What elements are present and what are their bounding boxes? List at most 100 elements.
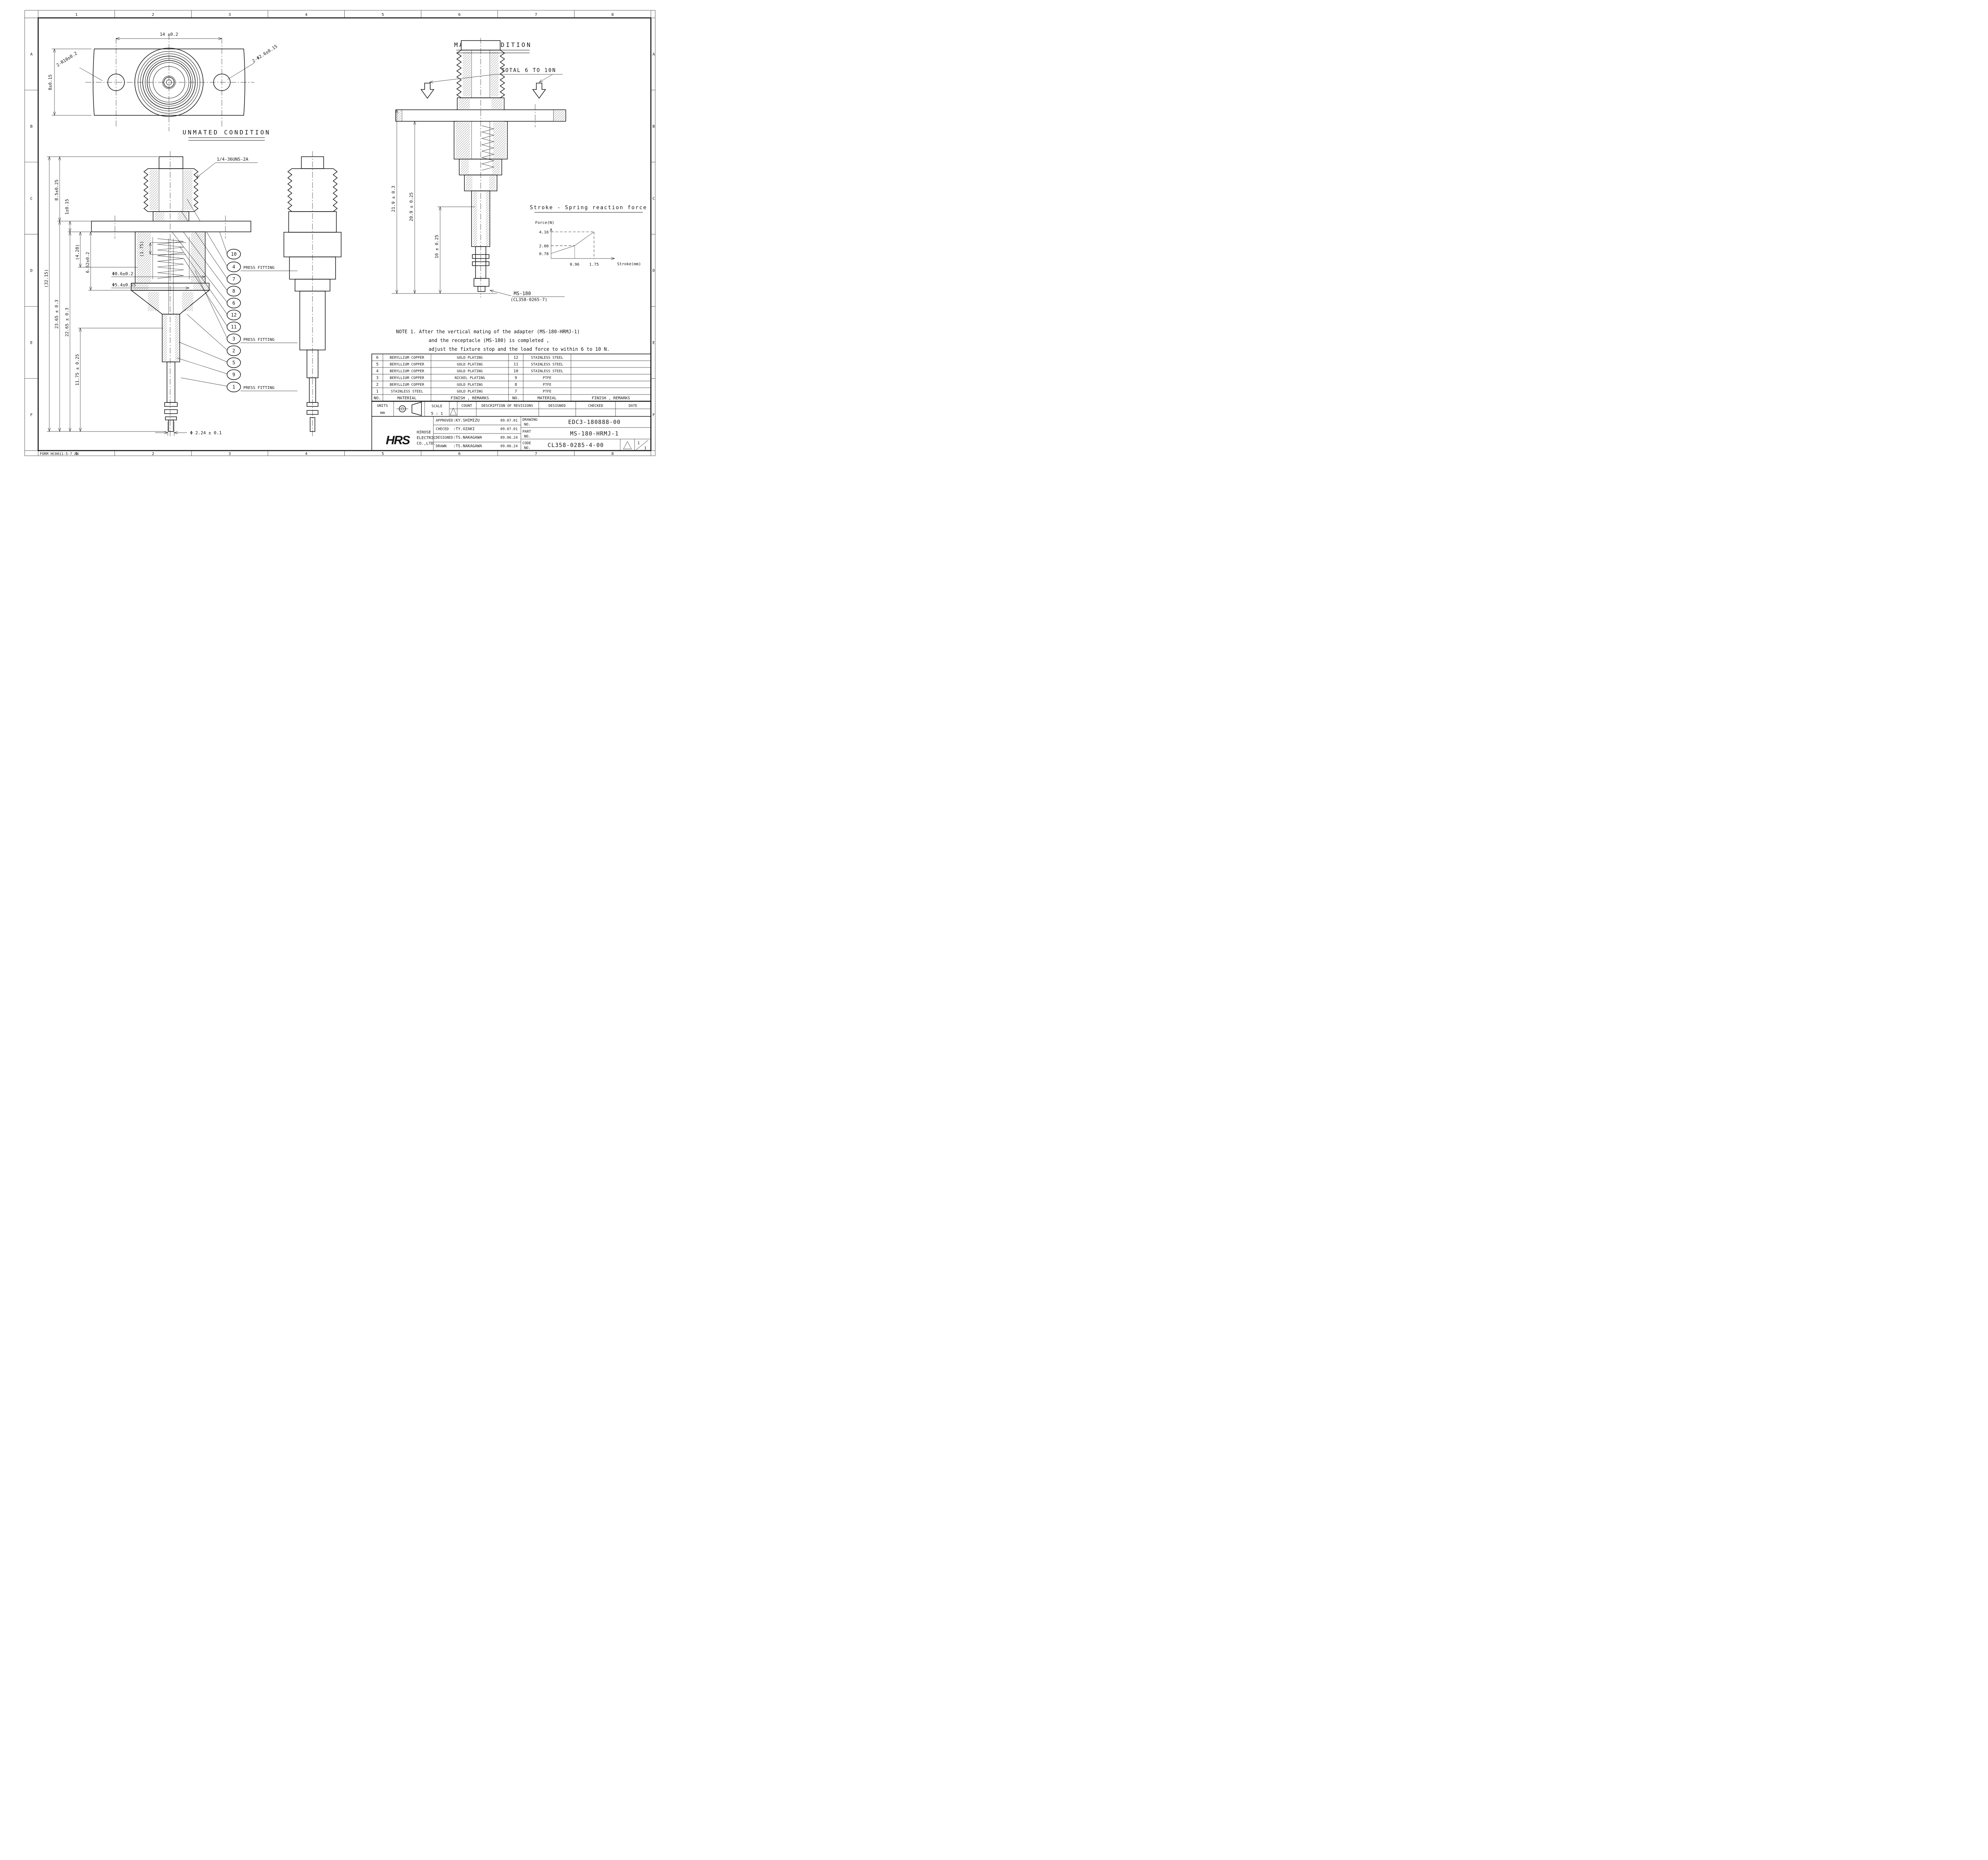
dim-dia54: Φ5.4±0.15 bbox=[112, 282, 136, 288]
hatch-line bbox=[490, 60, 499, 69]
table-cell-material: BERYLLIUM COPPER bbox=[390, 363, 424, 367]
hatch-line bbox=[485, 212, 489, 216]
hatch-line bbox=[190, 245, 205, 259]
hatch-line bbox=[149, 178, 159, 187]
arrowhead bbox=[79, 263, 81, 268]
hatch-line bbox=[466, 179, 473, 186]
approval-role: DESIGNED bbox=[436, 436, 453, 440]
hatch-line bbox=[462, 74, 471, 83]
hatch-line bbox=[163, 334, 167, 339]
hatch-line bbox=[473, 221, 478, 225]
table-cell-material: BERYLLIUM COPPER bbox=[390, 376, 424, 380]
load-arrow-right bbox=[532, 83, 546, 99]
hatch-line bbox=[182, 292, 187, 297]
hatch-line bbox=[462, 62, 471, 71]
balloon-circle bbox=[227, 345, 241, 356]
zone-col-top: 6 bbox=[458, 13, 460, 17]
arrowhead bbox=[185, 288, 190, 290]
hatch-line bbox=[136, 266, 151, 281]
table-cell-material: PTFE bbox=[543, 383, 551, 387]
thread-profile bbox=[456, 50, 462, 98]
hatch-line bbox=[190, 235, 205, 250]
leader-radius bbox=[79, 67, 103, 81]
arrowhead bbox=[150, 242, 152, 247]
note-line-3: adjust the fixture stop and the load for… bbox=[429, 346, 610, 352]
hatch-line bbox=[175, 315, 178, 318]
hatch-line bbox=[490, 77, 499, 86]
hatch-line bbox=[190, 232, 196, 238]
hatch-line bbox=[455, 126, 470, 142]
note-line-2: and the receptacle (MS-180) is completed… bbox=[429, 338, 549, 343]
hatch-line bbox=[473, 202, 478, 206]
hatch-line bbox=[493, 135, 506, 149]
balloon-number: 9 bbox=[232, 372, 235, 377]
table-cell-finish: GOLD PLATING bbox=[457, 363, 483, 367]
hatch-line bbox=[462, 53, 471, 62]
hatch-line bbox=[175, 327, 179, 332]
hatch-line bbox=[163, 325, 167, 330]
arrowhead bbox=[58, 221, 60, 225]
balloon-circle bbox=[227, 274, 241, 285]
hatch-line bbox=[175, 315, 179, 320]
balloon-leader bbox=[179, 342, 227, 362]
hatch-line bbox=[189, 307, 194, 311]
dim-overall: (32.15) bbox=[44, 269, 49, 288]
dim-holes-label: 2-Φ2.6±0.15 bbox=[251, 44, 278, 64]
table-cell-material: STAINLESS STEEL bbox=[531, 369, 563, 373]
dim-1: 1±0.15 bbox=[64, 199, 70, 215]
zone-col-bottom: 5 bbox=[382, 452, 384, 456]
zone-col-top: 2 bbox=[152, 13, 154, 17]
arrowhead bbox=[53, 49, 55, 53]
hatch-line bbox=[490, 79, 499, 88]
hatch-line bbox=[183, 178, 193, 187]
table-header: NO. bbox=[512, 396, 519, 400]
thread-callout: 1/4-36UNS-2A bbox=[217, 157, 248, 162]
hatch-line bbox=[183, 170, 191, 178]
hatch-line bbox=[175, 351, 179, 356]
receptacle-leader bbox=[489, 290, 512, 296]
arrowhead bbox=[48, 428, 50, 432]
hatch-line bbox=[183, 187, 193, 197]
hatch-line bbox=[199, 284, 206, 290]
hatch-line bbox=[148, 292, 158, 302]
arrowhead bbox=[414, 290, 416, 294]
hatch-line bbox=[190, 232, 194, 235]
scale-value: 5 : 1 bbox=[431, 412, 443, 416]
balloon-leader bbox=[181, 377, 227, 387]
arrowhead bbox=[58, 428, 60, 432]
table-cell-no: 10 bbox=[513, 369, 518, 373]
hatch-line bbox=[490, 53, 499, 62]
hatch-line bbox=[490, 70, 499, 78]
arrowhead bbox=[49, 156, 51, 161]
number-value: EDC3-180888-00 bbox=[568, 419, 621, 426]
arrowhead bbox=[68, 228, 70, 232]
arrowhead bbox=[201, 276, 206, 278]
zone-col-bottom: 1 bbox=[75, 452, 78, 456]
units-label: UNITS bbox=[377, 404, 388, 408]
unmated-external-outline bbox=[283, 151, 342, 437]
table-cell-material: PTFE bbox=[543, 390, 551, 394]
spring-coil bbox=[481, 125, 495, 171]
table-cell-material: BERYLLIUM COPPER bbox=[390, 383, 424, 387]
hatch-line bbox=[175, 320, 179, 325]
hatch-line bbox=[149, 197, 159, 206]
hatch-line bbox=[497, 104, 503, 109]
hatch-line bbox=[136, 232, 140, 235]
hatch-line bbox=[485, 241, 489, 245]
hatch-line bbox=[163, 315, 167, 320]
hatch-line bbox=[149, 194, 159, 204]
table-cell-no: 3 bbox=[376, 376, 379, 380]
hatch-line bbox=[491, 98, 499, 106]
hatch-line bbox=[462, 72, 471, 81]
hatch-line bbox=[462, 77, 471, 86]
arrowhead bbox=[611, 257, 615, 259]
zone-row-right: B bbox=[652, 124, 655, 129]
hatch-line bbox=[473, 216, 478, 221]
hatch-line bbox=[493, 99, 503, 109]
approval-name: :TS.NAKAGAWA bbox=[453, 444, 482, 449]
hatch-line bbox=[183, 199, 193, 209]
hatch-line bbox=[460, 148, 470, 159]
zone-col-top: 1 bbox=[75, 13, 78, 17]
